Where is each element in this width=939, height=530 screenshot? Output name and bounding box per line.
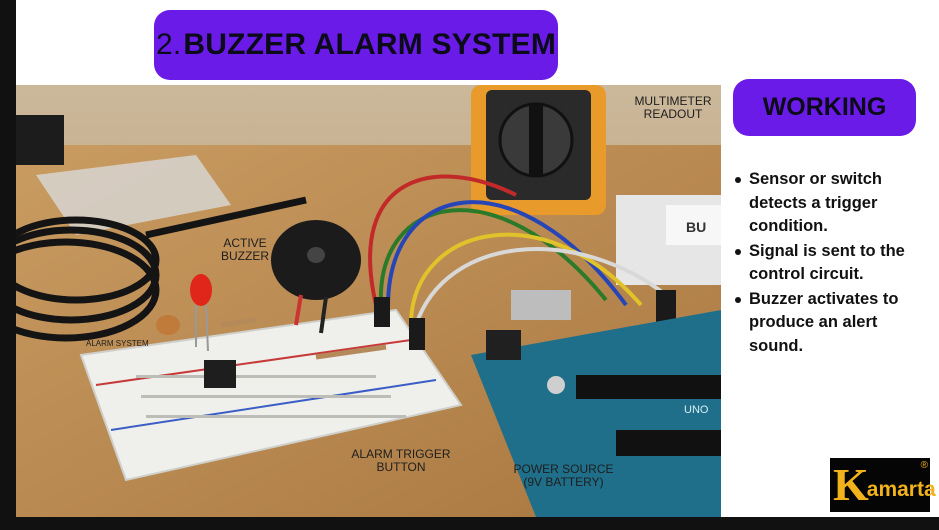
black-device <box>16 115 64 165</box>
breadboard <box>79 308 463 482</box>
logo-text: amarta <box>866 478 936 501</box>
title-number: 2. <box>155 28 182 61</box>
parts-bag <box>36 155 231 235</box>
push-button <box>204 360 236 388</box>
circuit-photo: BU <box>16 85 721 517</box>
label-alarm-system: ALARM SYSTEM <box>86 339 149 348</box>
label-power-source: POWER SOURCE (9V BATTERY) <box>513 462 614 489</box>
resistors <box>220 317 387 360</box>
kamarta-logo: K amarta ® <box>830 458 936 512</box>
label-alarm-trigger: ALARM TRIGGER BUTTON <box>351 447 451 474</box>
component-box: BU <box>616 195 721 285</box>
slide-title: 2. BUZZER ALARM SYSTEM <box>154 10 558 80</box>
label-multimeter: MULTIMETER READOUT <box>634 94 712 121</box>
working-heading: WORKING <box>733 79 916 136</box>
title-text: BUZZER ALARM SYSTEM <box>183 28 557 61</box>
list-item: Buzzer activates to produce an alert sou… <box>731 288 931 359</box>
list-item: Sensor or switch detects a trigger condi… <box>731 168 931 239</box>
multimeter <box>471 85 606 215</box>
registered-mark: ® <box>920 460 928 471</box>
box-label: BU <box>686 219 706 235</box>
arduino-board: UNO <box>471 290 721 517</box>
capacitor <box>156 315 180 335</box>
usb-cable-coil <box>16 196 307 342</box>
logo-k: K <box>833 459 869 510</box>
buzzer <box>271 220 361 334</box>
list-item: Signal is sent to the control circuit. <box>731 240 931 287</box>
label-active-buzzer: ACTIVE BUZZER <box>221 236 269 263</box>
jumper-wires <box>368 174 668 326</box>
working-list: Sensor or switch detects a trigger condi… <box>731 168 931 359</box>
board-label: UNO <box>684 404 709 416</box>
circuit-illustration: BU <box>16 85 721 517</box>
red-led <box>190 274 212 352</box>
